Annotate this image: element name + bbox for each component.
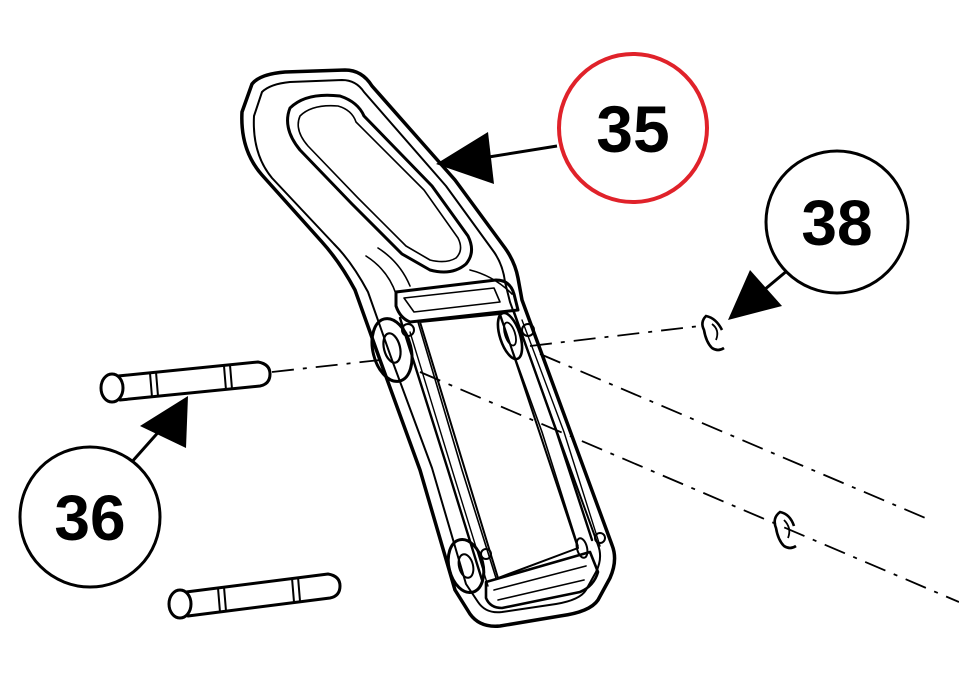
callout-35-label: 35 [596,92,669,166]
leader-36-line [128,427,164,465]
callout-36-circle [18,445,162,589]
upper-right-pivot-slot [496,311,524,361]
lower-right-small-boss [594,532,606,544]
pin-lower-grooves [217,576,301,613]
bracket-outer-outline [240,68,617,628]
upper-right-pivot-hole [503,321,517,347]
pin-upper [99,360,272,404]
callout-38-label: 38 [801,187,872,259]
lower-left-pivot-hole [457,553,475,579]
upper-pin-axis [271,359,381,373]
diagonal-axis-lower [419,371,959,603]
clip-upper [701,314,725,352]
leader-38-arrowhead [728,270,782,320]
frame-top-crossbar-inner [403,287,501,313]
frame-right-rail [512,310,594,542]
upper-clip-axis [529,325,701,347]
upper-recess-inner [297,104,462,263]
bend-line-1 [377,247,411,287]
callout-36: 36 [18,445,162,589]
frame-bottom-crossbar-inner [493,565,587,601]
clip-lower [773,510,797,550]
center-lines [271,325,959,603]
diagonal-axis-upper [539,353,931,521]
bracket-part-35 [240,68,617,628]
leader-36-arrowhead [140,396,188,448]
leader-35-arrowhead [436,132,494,184]
leader-35 [436,132,558,184]
upper-recess-pad [286,93,473,274]
clip-lower-inner [783,519,791,539]
lower-left-small-boss [480,548,492,560]
pin-lower [167,572,342,620]
upper-left-pivot-hole [382,332,402,364]
callout-36-label: 36 [54,482,125,554]
frame-right-rail-edge [521,319,601,547]
pin-upper-grooves [149,364,233,398]
callout-35-circle [557,52,709,204]
callout-35: 35 [557,52,709,204]
pin-upper-head [99,372,125,404]
frame-left-rail-inner [417,321,497,579]
pin-lower-shaft [184,572,342,618]
upper-left-pivot-boss [370,317,414,383]
frame-bottom-crossbar [484,550,600,610]
clip-upper-ring [701,314,725,352]
lower-right-pivot-hole [575,537,589,559]
frame-top-crossbar [394,278,520,324]
callout-38: 38 [764,149,910,295]
leader-36 [128,396,188,465]
pin-upper-shaft [116,360,272,402]
upper-left-small-boss [401,323,415,337]
clip-lower-ring [773,510,797,550]
pin-lower-head [167,588,193,620]
leader-38 [728,268,789,320]
upper-right-small-boss [521,323,535,337]
bend-line-2 [365,255,397,295]
clip-upper-inner [711,323,719,341]
lower-left-pivot-boss [446,537,486,595]
callout-38-circle [764,149,910,295]
frame-inner-window [419,313,579,579]
